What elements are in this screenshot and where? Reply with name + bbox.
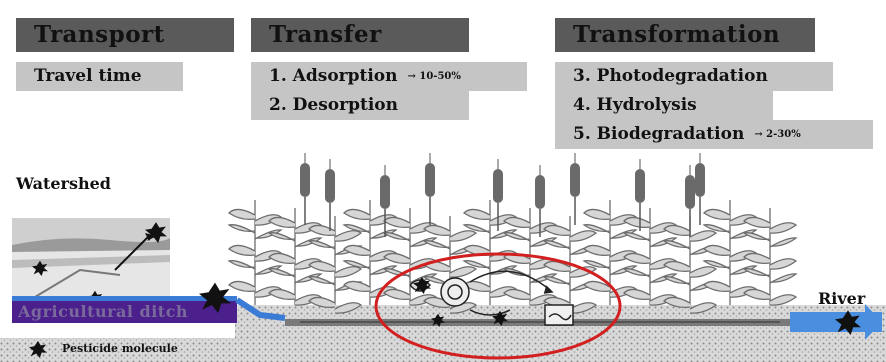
cattail-head [535, 175, 545, 209]
plant [267, 208, 323, 306]
plant [382, 208, 438, 306]
plant [622, 208, 678, 306]
travel-time-label: Travel time [16, 62, 183, 91]
watershed-field [12, 218, 170, 306]
ditch-label: Agricultural ditch [18, 302, 189, 321]
transformation-header: Transformation [555, 18, 815, 52]
photodegradation-label: 3. Photodegradation [555, 62, 833, 91]
plant [702, 200, 758, 305]
hydrolysis-label: 4. Hydrolysis [555, 91, 773, 120]
legend-label: Pesticide molecule [62, 342, 178, 355]
adsorption-range: → 10-50% [407, 71, 461, 82]
plant [582, 200, 638, 305]
ditch-bar [12, 299, 237, 323]
cattail-head [695, 163, 705, 197]
biodegradation-text: 5. Biodegradation [573, 124, 745, 144]
adsorption-label: 1. Adsorption → 10-50% [251, 62, 527, 91]
cattail-head [325, 169, 335, 203]
plant [462, 200, 518, 305]
adsorption-text: 1. Adsorption [269, 66, 398, 86]
desorption-label: 2. Desorption [251, 91, 469, 120]
transfer-header: Transfer [251, 18, 469, 52]
cattail-head [635, 169, 645, 203]
river-label: River [818, 289, 866, 308]
plant [227, 200, 283, 305]
process-zone-contents [409, 270, 574, 326]
wetland-plants [227, 200, 798, 314]
cattail-head [380, 175, 390, 209]
plant [342, 200, 398, 305]
watershed-label: Watershed [16, 174, 111, 193]
cattail-head [685, 175, 695, 209]
cattail-head [570, 163, 580, 197]
cattails [300, 153, 705, 237]
cattail-head [425, 163, 435, 197]
process-zone-ellipse [374, 252, 622, 360]
biodegradation-label: 5. Biodegradation → 2-30% [555, 120, 873, 149]
cattail-head [300, 163, 310, 197]
biodegradation-range: → 2-30% [754, 129, 801, 140]
plant [742, 208, 798, 306]
transport-header: Transport [16, 18, 234, 52]
cattail-head [493, 169, 503, 203]
